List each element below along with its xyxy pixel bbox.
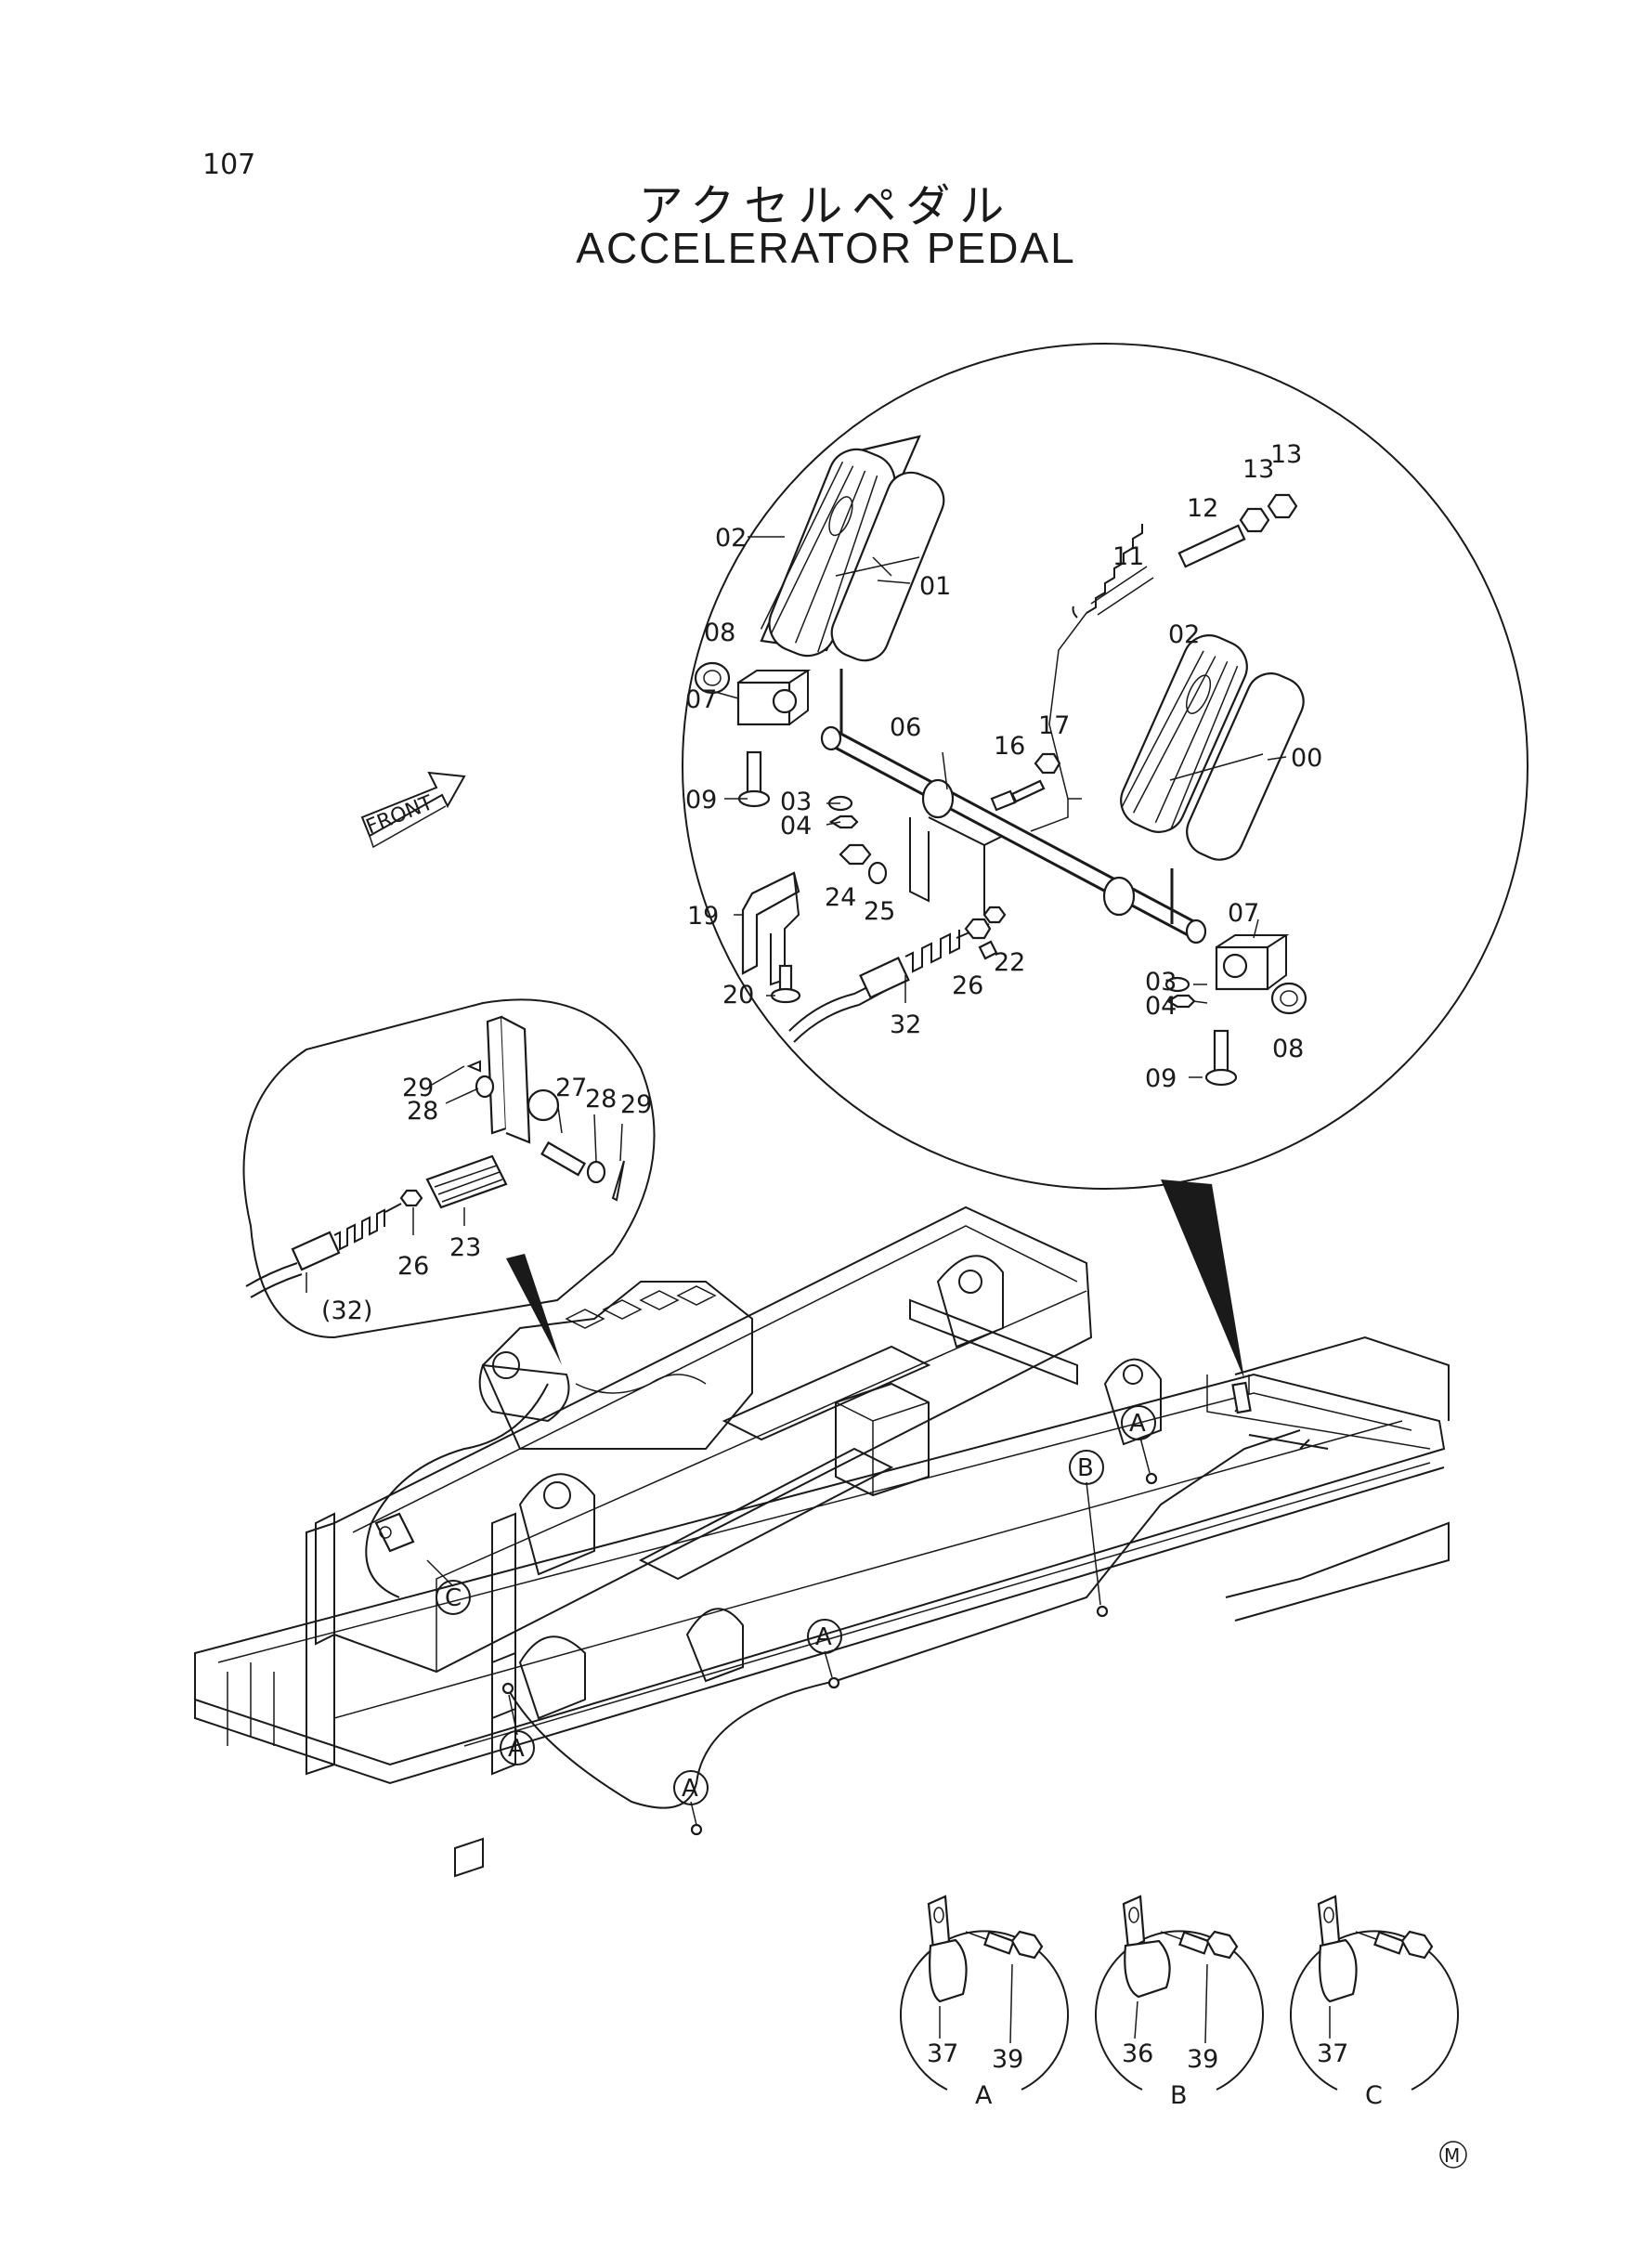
label-04-b: 04	[1145, 992, 1177, 1021]
callout-a-label-3: A	[815, 1623, 832, 1651]
pedal-pad-left	[760, 435, 921, 658]
clamp-c-id: C	[1365, 2081, 1383, 2110]
clamp-a-part-1: 37	[927, 2039, 958, 2068]
label-26: 26	[952, 971, 983, 1000]
clamp-detail-b: 36 39 B	[1095, 1895, 1264, 2110]
title-japanese: アクセルペダル	[638, 180, 1014, 232]
throttle-cable-end	[788, 923, 990, 1043]
label-06: 06	[890, 713, 921, 742]
callout-b: B	[1069, 1450, 1104, 1606]
pedal-shaft	[820, 725, 1207, 945]
label-29: 29	[402, 1074, 434, 1102]
label-03: 03	[780, 788, 812, 816]
label-12: 12	[1187, 494, 1218, 523]
pedal-left	[830, 471, 945, 734]
label-24: 24	[825, 883, 856, 912]
callout-b-label: B	[1077, 1454, 1094, 1482]
label-01: 01	[919, 572, 951, 601]
label-22: 22	[994, 948, 1025, 977]
clamp-a-id: A	[975, 2081, 993, 2110]
label-27: 27	[555, 1074, 587, 1102]
label-08-b: 08	[1272, 1035, 1304, 1063]
label-11: 11	[1112, 542, 1144, 571]
label-00: 00	[1291, 744, 1322, 773]
callout-a-3: A	[807, 1619, 842, 1678]
label-16: 16	[994, 732, 1025, 761]
label-17: 17	[1038, 711, 1070, 740]
pedal-pad-right	[1120, 634, 1248, 833]
label-02-b: 02	[1168, 620, 1200, 649]
label-26-left: 26	[397, 1252, 429, 1281]
cable-route	[365, 1383, 549, 1598]
label-20: 20	[722, 981, 754, 1010]
label-04: 04	[780, 812, 812, 840]
label-29-b: 29	[620, 1090, 652, 1119]
label-28-b: 28	[585, 1085, 617, 1114]
clamp-detail-a: 37 39 A	[900, 1895, 1069, 2110]
corner-mark-label: M	[1444, 2144, 1460, 2167]
label-07: 07	[685, 685, 717, 714]
label-19: 19	[687, 902, 719, 931]
machine-frame	[194, 1205, 1450, 1878]
label-32: 32	[890, 1010, 921, 1039]
pedal-detail-circle: 02 01 08 07 09 03 04 06 11 12 13 13 02 0…	[682, 343, 1528, 1379]
label-09-b: 09	[1145, 1064, 1177, 1093]
clamp-detail-c: 37 C	[1290, 1895, 1459, 2110]
pump-detail-pointer	[506, 1254, 562, 1365]
callout-c-label: C	[445, 1584, 462, 1612]
callout-a-4: A	[1121, 1405, 1156, 1474]
title-english: ACCELERATOR PEDAL	[576, 224, 1076, 272]
page-number: 107	[202, 149, 256, 181]
callout-a-2: A	[673, 1770, 709, 1826]
cable-bracket	[741, 871, 800, 986]
callout-a-label-4: A	[1129, 1410, 1146, 1438]
callout-a-1: A	[500, 1694, 535, 1765]
label-03-b: 03	[1145, 968, 1177, 997]
label-02: 02	[715, 524, 747, 553]
label-09: 09	[685, 786, 717, 814]
injection-pump-detail: 29 28 27 28 29 23 26 (32)	[242, 998, 656, 1365]
label-23: 23	[449, 1233, 481, 1262]
callout-a-label: A	[508, 1735, 525, 1763]
clamp-b-part-2: 39	[1187, 2045, 1218, 2074]
corner-mark: M	[1439, 2141, 1467, 2169]
clamp-b-id: B	[1170, 2081, 1188, 2110]
label-25: 25	[864, 897, 895, 926]
bearing-block-right	[1215, 934, 1307, 1015]
label-08: 08	[704, 619, 735, 647]
front-arrow-icon: FRONT	[360, 771, 466, 849]
callout-a-label-2: A	[682, 1775, 698, 1803]
pedal-right	[1169, 672, 1305, 924]
label-07-b: 07	[1228, 899, 1259, 928]
label-32-ref: (32)	[321, 1296, 372, 1325]
bolt-09-right	[1204, 1029, 1238, 1087]
return-spring	[1072, 524, 1154, 619]
label-28: 28	[407, 1097, 438, 1126]
clamp-c-part-1: 37	[1317, 2039, 1348, 2068]
label-13: 13	[1242, 455, 1274, 484]
detail-pointer	[1161, 1179, 1244, 1379]
bearing-block-left	[694, 661, 812, 726]
bolt-09-left	[737, 750, 771, 808]
callout-c: C	[426, 1559, 471, 1615]
label-13-b: 13	[1270, 440, 1302, 469]
clamp-b-part-1: 36	[1122, 2039, 1153, 2068]
clamp-a-part-2: 39	[992, 2045, 1023, 2074]
